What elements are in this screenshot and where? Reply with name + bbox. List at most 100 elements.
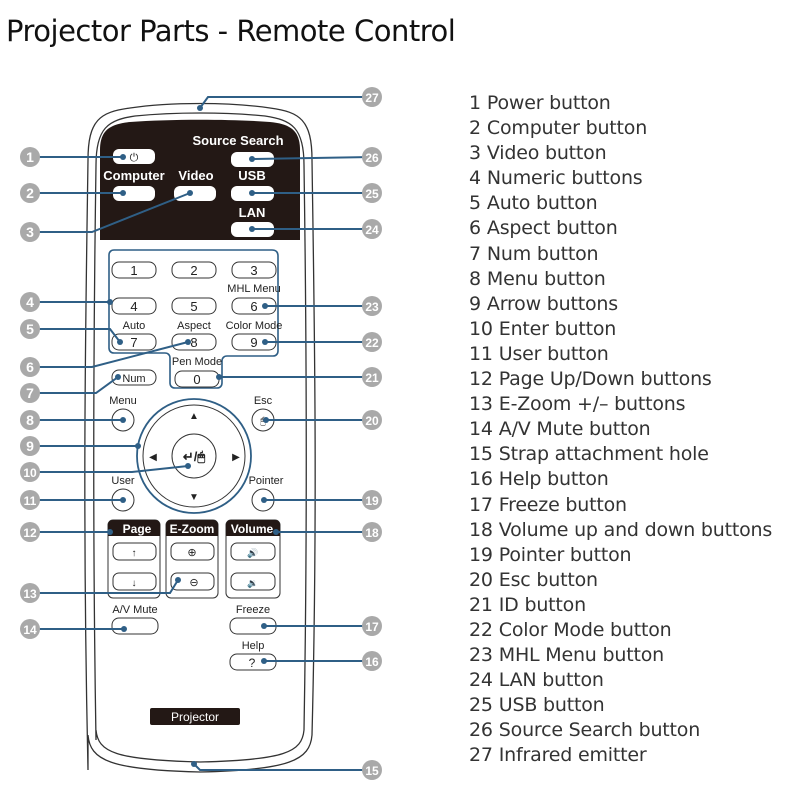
legend-label: E-Zoom +/– buttons (498, 393, 686, 416)
leader-dot (121, 626, 127, 632)
legend-label: USB button (498, 694, 605, 717)
video-button[interactable] (174, 186, 216, 201)
leader-dot (197, 105, 203, 111)
legend-number: 23 (469, 644, 493, 667)
legend-number: 17 (469, 493, 493, 516)
callout-number: 15 (365, 764, 379, 778)
callout-circle (362, 760, 382, 780)
callout-circle (362, 367, 382, 387)
legend-number: 25 (469, 694, 493, 717)
numeric-key-label: 8 (190, 335, 197, 350)
callout-number: 25 (365, 187, 379, 201)
num-button[interactable] (111, 369, 157, 386)
legend-label: ID button (498, 593, 586, 616)
legend-label: Power button (486, 92, 611, 114)
numeric-key-label: 2 (190, 263, 197, 278)
callout-number: 24 (365, 223, 379, 237)
remote-outer-outline (84, 102, 316, 773)
numeric-key-label: 3 (250, 263, 257, 278)
legend-number: 11 (469, 342, 493, 365)
arrow-right-button[interactable]: ▶ (232, 452, 240, 463)
aspect-label: Aspect (177, 320, 211, 332)
callout-number: 7 (26, 385, 34, 401)
numeric-key-label: 5 (190, 299, 197, 314)
numeric-key[interactable] (231, 261, 277, 279)
legend-label: Help button (498, 468, 609, 491)
leader-dot (216, 374, 222, 380)
legend-number: 4 (469, 167, 481, 190)
page-title: Projector Parts - Remote Control (6, 14, 456, 48)
leader-dot (249, 156, 255, 162)
volume-label: Volume (231, 522, 274, 536)
numeric-key[interactable] (171, 297, 217, 315)
help-key-icon: ? (249, 656, 256, 670)
leader-line (30, 341, 189, 368)
page-up-icon: ↑ (132, 548, 137, 559)
esc-label: Esc (254, 395, 273, 407)
callout-circle (20, 462, 40, 482)
page-down-button[interactable] (112, 572, 157, 591)
numeric-key[interactable] (171, 333, 217, 351)
callout-number: 21 (365, 371, 379, 385)
legend-label: Infrared emitter (498, 744, 647, 767)
leader-dot (135, 443, 141, 449)
numeric-key[interactable] (171, 261, 217, 279)
legend-number: 12 (469, 368, 493, 391)
av-mute-button[interactable] (111, 617, 159, 635)
leader-line (30, 192, 191, 233)
num-label: Num (122, 373, 145, 385)
callout-number: 22 (365, 336, 379, 350)
arrow-down-button[interactable]: ▼ (189, 492, 199, 503)
enter-icon: ↵/🖱 (183, 449, 206, 464)
numeric-key[interactable] (111, 333, 157, 351)
legend-label: Aspect button (486, 217, 618, 240)
callout-circle (20, 410, 40, 430)
computer-button[interactable] (113, 186, 155, 201)
numeric-key[interactable] (111, 261, 157, 279)
legend-number: 2 (469, 117, 481, 140)
numeric-key[interactable] (111, 297, 157, 315)
leader-line (30, 376, 119, 394)
callout-circle (20, 292, 40, 312)
legend-label: LAN button (498, 669, 604, 692)
callout-number: 11 (24, 494, 37, 508)
callout-number: 9 (26, 438, 34, 454)
numeric-key-label: 4 (130, 299, 137, 314)
callout-circle (362, 616, 382, 636)
zoom-out-button[interactable] (170, 572, 215, 591)
volume-down-button[interactable] (230, 572, 276, 591)
numeric-key-label: 9 (250, 335, 257, 350)
legend-label: Strap attachment hole (498, 443, 709, 466)
callout-number: 27 (365, 91, 379, 105)
power-button[interactable] (113, 149, 155, 164)
menu-label: Menu (109, 395, 137, 407)
leader-dot (175, 577, 181, 583)
lan-label: LAN (239, 205, 266, 220)
callout-circle (362, 410, 382, 430)
zoom-in-button[interactable] (170, 542, 215, 561)
remote-inner-outline (93, 112, 307, 763)
arrow-left-button[interactable]: ◀ (149, 452, 157, 463)
legend-label: Video button (486, 142, 607, 165)
page-up-button[interactable] (112, 542, 157, 561)
leader-dot (262, 303, 268, 309)
callout-circle (20, 619, 40, 639)
callout-circle (20, 522, 40, 542)
volume-up-button[interactable] (230, 542, 276, 561)
brand-badge (150, 708, 240, 725)
callout-number: 13 (23, 587, 37, 601)
callout-number: 17 (365, 620, 379, 634)
arrow-up-button[interactable]: ▲ (189, 411, 199, 422)
legend-label: Computer button (486, 117, 648, 140)
callout-circle (20, 490, 40, 510)
